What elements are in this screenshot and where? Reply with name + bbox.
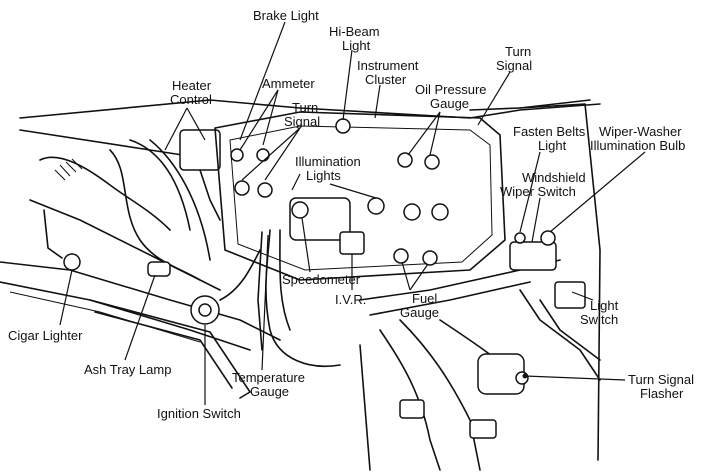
label-wiper-washer-illumination-bulb: Wiper-Washer bbox=[599, 124, 682, 139]
label-ash-tray-lamp: Ash Tray Lamp bbox=[84, 362, 171, 377]
label-temperature-gauge-line2: Gauge bbox=[250, 384, 289, 399]
label-turn-signal-top-line2: Signal bbox=[496, 58, 532, 73]
label-oil-pressure-gauge-line2: Gauge bbox=[430, 96, 469, 111]
label-hi-beam-light-line2: Light bbox=[342, 38, 371, 53]
label-wiper-washer-illumination-bulb-line2: Illumination Bulb bbox=[590, 138, 685, 153]
label-windshield-wiper-switch-line2: Wiper Switch bbox=[500, 184, 576, 199]
label-hi-beam-light: Hi-Beam bbox=[329, 24, 380, 39]
label-illumination-lights: Illumination bbox=[295, 154, 361, 169]
label-instrument-cluster: Instrument bbox=[357, 58, 419, 73]
label-ammeter: Ammeter bbox=[262, 76, 315, 91]
callout-leader-lines bbox=[59, 21, 646, 405]
label-turn-signal-top: Turn bbox=[505, 44, 531, 59]
label-temperature-gauge: Temperature bbox=[232, 370, 305, 385]
label-fuel-gauge-line2: Gauge bbox=[400, 305, 439, 320]
label-light-switch: Light bbox=[590, 298, 619, 313]
label-windshield-wiper-switch: Windshield bbox=[522, 170, 586, 185]
label-ivr: I.V.R. bbox=[335, 292, 366, 307]
label-speedometer: Speedometer bbox=[282, 272, 361, 287]
label-light-switch-line2: Switch bbox=[580, 312, 618, 327]
label-heater-control-line2: Control bbox=[170, 92, 212, 107]
label-fuel-gauge: Fuel bbox=[412, 291, 437, 306]
label-heater-control: Heater bbox=[172, 78, 212, 93]
label-illumination-lights-line2: Lights bbox=[306, 168, 341, 183]
callout-labels: Brake Light Hi-Beam Light Instrument Clu… bbox=[8, 8, 694, 421]
label-fasten-belts-light-line2: Light bbox=[538, 138, 567, 153]
label-cigar-lighter: Cigar Lighter bbox=[8, 328, 83, 343]
label-turn-signal-flasher-line2: Flasher bbox=[640, 386, 684, 401]
label-turn-signal-left: Turn bbox=[292, 100, 318, 115]
label-brake-light: Brake Light bbox=[253, 8, 319, 23]
label-turn-signal-left-line2: Signal bbox=[284, 114, 320, 129]
label-oil-pressure-gauge: Oil Pressure bbox=[415, 82, 487, 97]
label-instrument-cluster-line2: Cluster bbox=[365, 72, 407, 87]
label-ignition-switch: Ignition Switch bbox=[157, 406, 241, 421]
dashboard-illustration bbox=[0, 99, 601, 471]
label-fasten-belts-light: Fasten Belts bbox=[513, 124, 586, 139]
label-turn-signal-flasher: Turn Signal bbox=[628, 372, 694, 387]
